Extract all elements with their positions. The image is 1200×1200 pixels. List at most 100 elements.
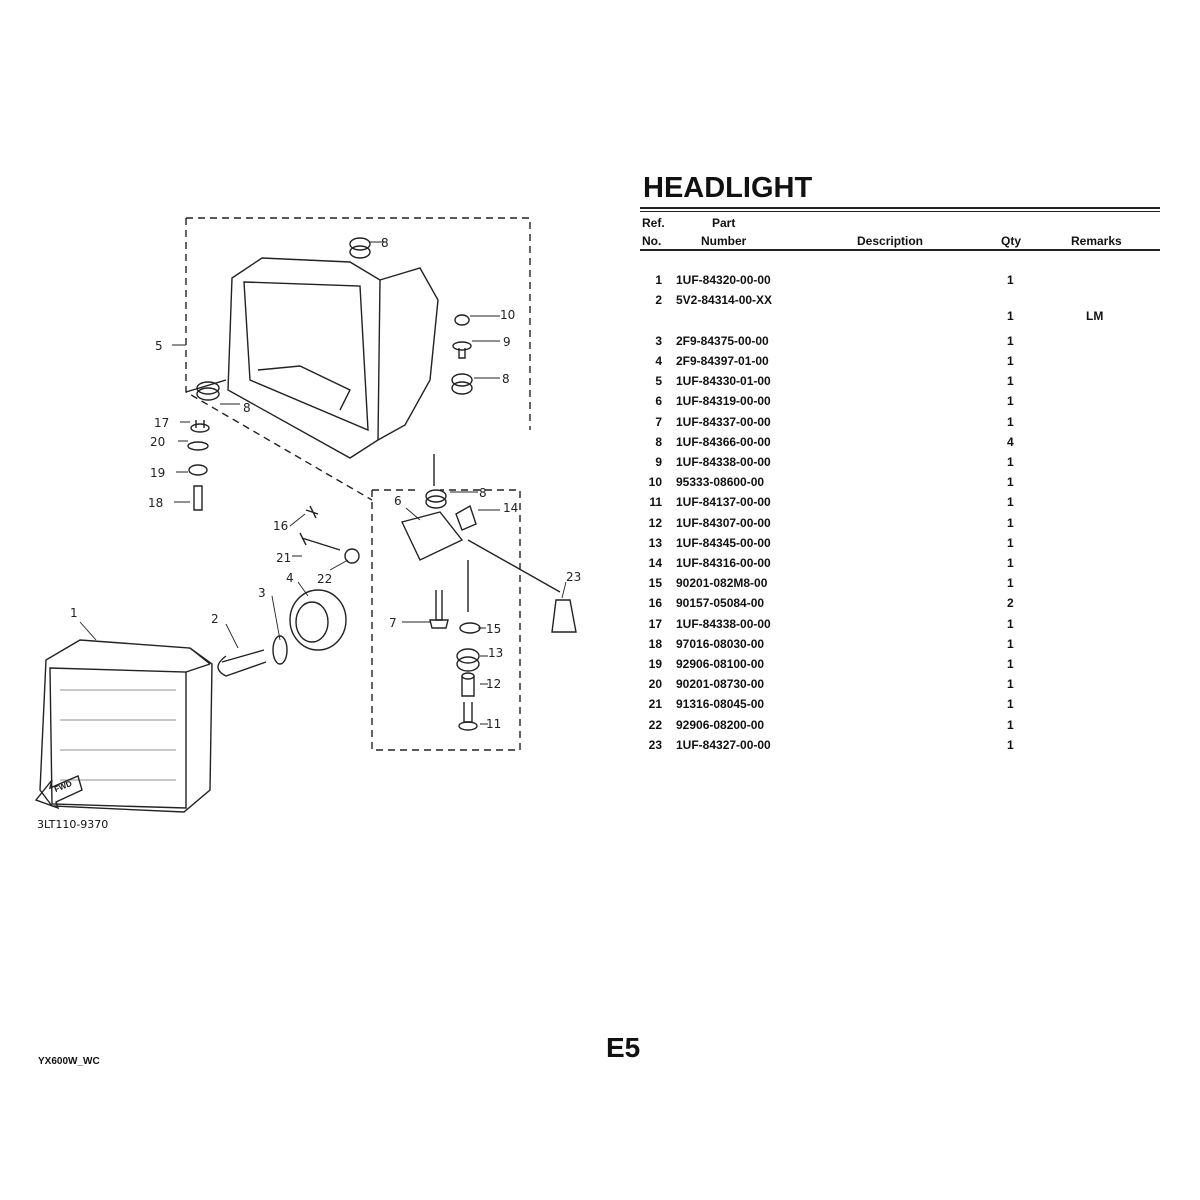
title-rule-thin (640, 211, 1160, 212)
quantity: 1 (1007, 273, 1014, 287)
ref-no: 15 (648, 576, 662, 591)
callout-number: 8 (502, 372, 510, 386)
header-no: No. (642, 234, 662, 248)
callout-number: 18 (148, 496, 164, 510)
quantity: 1 (1007, 576, 1014, 591)
callout-number: 11 (486, 717, 502, 731)
callout-number: 3 (258, 586, 266, 600)
quantity: 1 (1007, 636, 1014, 651)
part-number: 1UF-84338-00-00 (676, 454, 771, 469)
drawing-code: 3LT110-9370 (37, 818, 109, 831)
ref-no: 9 (655, 454, 662, 469)
quantity: 1 (1007, 656, 1014, 671)
part-number: 92906-08100-00 (676, 656, 765, 671)
quantity: 1 (1007, 677, 1014, 692)
ref-no: 13 (648, 535, 662, 550)
callout-number: 15 (486, 622, 502, 636)
page-title: HEADLIGHT (643, 172, 813, 204)
ref-no: 3 (655, 333, 662, 348)
part-number: 1UF-84319-00-00 (676, 394, 771, 409)
body-assembly-part (227, 257, 439, 459)
header-description: Description (857, 234, 924, 248)
ref-no: 11 (649, 495, 662, 510)
parts-row: 1897016-08030-00BOLT....................… (640, 637, 1160, 657)
part-number: 1UF-84337-00-00 (676, 414, 771, 429)
header-ref: Ref. (642, 216, 665, 230)
ref-no: 14 (648, 555, 662, 570)
quantity: 1 (1007, 333, 1014, 348)
fwd-arrow-icon (34, 775, 83, 810)
quantity: 1 (1007, 353, 1014, 368)
ref-no: 18 (648, 636, 662, 651)
callout-number: 8 (381, 236, 389, 250)
quantity: 1 (1007, 394, 1014, 409)
parts-row: 2292906-08200-00WASHER..................… (640, 718, 1160, 738)
callout-number: 14 (503, 501, 519, 515)
small-parts (185, 237, 577, 731)
ref-no: 20 (648, 677, 662, 692)
quantity: 1 (1007, 616, 1014, 631)
callout-number: 22 (317, 572, 333, 586)
quantity: 1 (1007, 697, 1014, 712)
part-number: 90157-05084-00 (676, 596, 765, 611)
ref-no: 23 (648, 737, 662, 752)
part-number: 2F9-84397-01-00 (676, 353, 769, 368)
header-part: Part (712, 216, 736, 230)
part-number: 1UF-84338-00-00 (676, 616, 771, 631)
callout-number: 7 (389, 616, 397, 630)
ref-no: 17 (648, 616, 662, 631)
ref-no: 1 (655, 273, 662, 287)
ref-no: 10 (648, 475, 662, 490)
ref-no: 22 (648, 717, 662, 732)
ref-no: 6 (655, 394, 662, 409)
callout-number: 20 (150, 435, 166, 449)
callout-number: 13 (488, 646, 504, 660)
part-number: 97016-08030-00 (676, 636, 765, 651)
page-number: E5 (606, 1032, 641, 1063)
ref-no: 2 (655, 293, 662, 308)
callout-number: 9 (503, 335, 511, 349)
header-number: Number (701, 234, 747, 248)
quantity: 1 (1007, 515, 1014, 530)
callout-number: 21 (276, 551, 292, 565)
part-number: 1UF-84345-00-00 (676, 535, 771, 550)
callout-number: 10 (500, 308, 516, 322)
part-number: 2F9-84375-00-00 (676, 333, 769, 348)
callout-number: 16 (273, 519, 289, 533)
model-code: YX600W_WC (38, 1056, 100, 1067)
quantity: 1 (1007, 495, 1014, 510)
quantity: 1 (1007, 309, 1014, 324)
ref-no: 21 (648, 697, 662, 712)
ref-no: 19 (648, 656, 662, 671)
part-number: 90201-082M8-00 (676, 576, 768, 591)
header-qty: Qty (1001, 234, 1022, 248)
part-number: 1UF-84320-00-00 (676, 273, 771, 287)
quantity: 1 (1007, 535, 1014, 550)
quantity: 1 (1007, 717, 1014, 732)
ref-no: 12 (648, 515, 662, 530)
lens-assembly-part (39, 639, 213, 813)
quantity: 1 (1007, 475, 1014, 490)
quantity: 1 (1007, 737, 1014, 752)
ref-no: 7 (655, 414, 662, 429)
title-rule (640, 207, 1160, 209)
quantity: 1 (1007, 414, 1014, 429)
